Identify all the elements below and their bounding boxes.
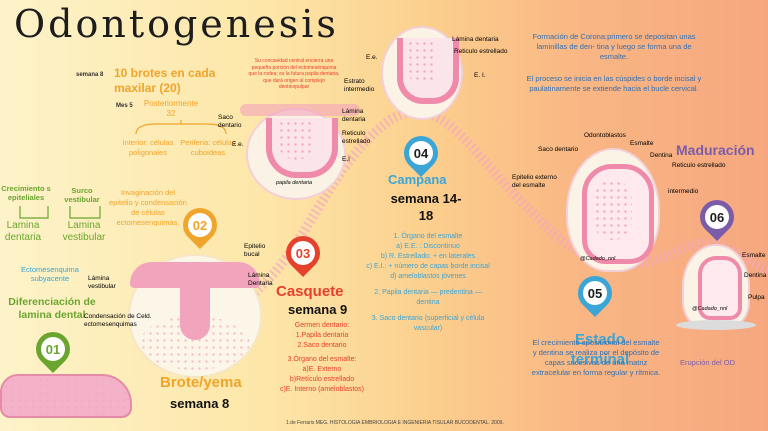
campana-item-7: 3. Saco dentario (superficial y célula v…	[371, 315, 485, 332]
label-lamina-vestibular: Lamina vestibular	[62, 220, 106, 243]
campana-semana: semana 14-18	[390, 191, 462, 223]
label-ei-campana: E. I.	[474, 72, 486, 79]
watermark-maduracion: @Cadado_nnl	[692, 306, 728, 312]
right-paragraph-2: El proceso se inicia en las cúspides o b…	[526, 74, 702, 93]
casquete-germen-1: 1.Papila dentaria	[295, 332, 349, 339]
page-title: Odontogenesis	[14, 2, 339, 46]
label-posteriormente: Posteriormente 32	[143, 99, 199, 118]
label-saco-estado: Saco dentario	[538, 146, 579, 153]
brace-lines	[135, 120, 227, 135]
campana-item-5: d) ameloblastos jóvenes	[390, 273, 466, 280]
label-ee-campana: E.e.	[366, 54, 378, 61]
label-reticulo-casquete: Reticulo estrellado	[342, 130, 371, 145]
label-reticulo-estado: Reticulo estrellado	[672, 162, 726, 169]
label-ei-casquete: E.I	[342, 156, 350, 163]
label-lamina-vestibular-brote: Lámina vestibular	[88, 275, 116, 290]
label-lamina-dentaria-brote: Lámina Dentaria	[248, 272, 273, 287]
estado-title: Estado terminal	[570, 331, 630, 368]
casquete-germen-2: 2.Saco dentario	[297, 342, 347, 349]
watermark-estado: @Cadado_nnl	[580, 256, 616, 262]
label-periferia: Periferia: células cuboideas	[180, 138, 236, 157]
label-erupcion: Erupción del OD	[680, 358, 736, 367]
campana-item-2: a) E.E. : Discontinuo	[396, 243, 460, 250]
label-dentina-maduracion: Dentina	[744, 272, 767, 279]
maduracion-title: Maduración	[676, 142, 755, 158]
label-dentina-estado: Dentina	[650, 152, 673, 159]
casquete-details: Germen dentario: 1.Papila dentaria 2.Sac…	[272, 321, 372, 395]
label-semana8-top: semana 8	[76, 72, 104, 78]
label-interior: Interior: células poligonales	[122, 138, 174, 157]
estado-diagram	[568, 150, 658, 270]
label-epitelio-estado: Epitelio externo del esmalte	[512, 174, 557, 189]
estado-desc: El crecimiento aposicional del esmalte y…	[531, 338, 661, 377]
label-intermedio-estado: intermedio	[668, 188, 699, 195]
credit-text: 1.de Ferraris MEG. HISTOLOGIA EMBRIOLOGI…	[286, 420, 504, 426]
label-lamina-dentaria: Lamina dentaria	[4, 220, 42, 243]
right-paragraph-1: Formación de Corona:primero se depositan…	[532, 32, 696, 61]
label-estrato-campana: Estrato intermedio	[344, 78, 375, 93]
epithelium-tissue	[0, 374, 132, 418]
label-crecimiento: Crecimiento s epiteliales	[1, 184, 51, 202]
campana-item-4: c) E.I.: + número de capas borde incisal	[366, 263, 490, 270]
label-papila-casquete: papila dentaria	[276, 180, 313, 186]
label-odontoblastos: Odontoblastos	[584, 132, 626, 139]
campana-diagram	[383, 28, 461, 118]
campana-item-1: 1. Órgano del esmalte	[393, 233, 463, 240]
label-lamina-casquete: Lámina dentaria	[342, 108, 366, 123]
label-esmalte-estado: Esmalte	[630, 140, 654, 147]
label-surco: Surco vestibular	[64, 186, 100, 204]
label-condensacion: Condensación de Celd. ectomesenquimas	[84, 313, 152, 328]
label-esmalte-maduracion: Esmalte	[742, 252, 766, 259]
maduracion-base	[676, 320, 756, 330]
casquete-lamina-band	[240, 104, 360, 116]
casquete-semana: semana 9	[288, 302, 348, 317]
label-invaginacion: Invaginación del epitelio y condensación…	[109, 188, 187, 227]
label-lamina-campana: Lámina dentaria	[452, 36, 499, 43]
casquete-organo-b: b)Retículo estrellado	[289, 376, 355, 383]
campana-title: Campana	[388, 172, 447, 187]
campana-item-6: 2. Papila dentaria — predentina — dentin…	[374, 289, 482, 306]
label-ee-casquete: E.e.	[232, 141, 244, 148]
brote-title: Brote/yema	[160, 374, 242, 391]
brotes-heading: 10 brotes en cada maxilar (20)	[114, 66, 216, 95]
casquete-organo-c: c)E. Interno (ameloblastos)	[279, 386, 365, 393]
casquete-organo-a: a)E. Externo	[302, 366, 342, 373]
brote-semana: semana 8	[170, 396, 230, 411]
brote-diagram	[130, 256, 260, 376]
casquete-title: Casquete	[276, 283, 344, 300]
label-ectomesenquima: Ectomesenquima subyacente	[21, 265, 79, 283]
label-mes5: Mes 5	[116, 103, 133, 109]
campana-details: 1. Órgano del esmalte a) E.E. : Disconti…	[362, 232, 494, 334]
label-saco-casquete: Saco dentario	[218, 114, 242, 129]
casquete-germen: Germen dentario:	[294, 322, 350, 329]
label-diferenciacion: Diferenciación de lamina dental	[8, 296, 96, 321]
casquete-concavidad: Su concavidad central encierra una peque…	[248, 58, 340, 90]
label-epitelio-bucal: Epitelio bucal	[244, 243, 266, 258]
label-reticulo-campana: Reticulo estrellado	[454, 48, 508, 55]
label-pulpa-maduracion: Pulpa	[748, 294, 765, 301]
casquete-diagram	[248, 110, 344, 198]
casquete-organo: 3.Órgano del esmalte:	[287, 356, 357, 363]
bracket-lines	[19, 206, 101, 219]
campana-item-3: b) R. Estrellado: + en laterales	[380, 253, 476, 260]
maduracion-diagram	[684, 246, 748, 326]
